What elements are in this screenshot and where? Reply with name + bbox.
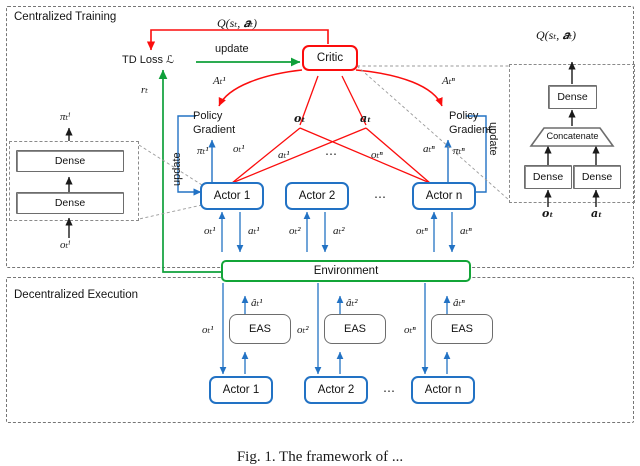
env-actn-label: aₜⁿ [460, 225, 472, 237]
reward-label: rₜ [141, 84, 148, 96]
training-actor-1[interactable]: Actor 1 [200, 182, 264, 210]
advantage-left-label: Aₜ¹ [213, 75, 226, 87]
exec-acthat-n-label: âₜⁿ [453, 297, 465, 309]
critic-concatenate-layer: Concatenate [546, 131, 599, 141]
critic-dense-top: Dense [548, 85, 597, 109]
reward-signal-path [158, 69, 221, 273]
actor-network-input-label: oₜⁱ [60, 239, 71, 251]
critic-network-output-label: Q(sₜ, 𝒂ₜ) [536, 28, 577, 42]
centralized-training-label: Centralized Training [14, 11, 117, 23]
decentralized-execution-label: Decentralized Execution [14, 289, 139, 301]
critic-network-leader-lines [356, 65, 510, 201]
update-right-label: update [487, 122, 499, 156]
policy-gradient-right-label: Policy Gradient [449, 111, 491, 136]
policy-gradient-left-bracket [177, 115, 216, 196]
exec-obs-n-label: oₜⁿ [404, 324, 416, 336]
exec-obs-1-label: oₜ¹ [202, 324, 214, 336]
eas-module-n[interactable]: EAS [431, 314, 493, 344]
actor-network-output-label: πₜⁱ [60, 111, 71, 123]
training-actor-n[interactable]: Actor n [412, 182, 476, 210]
exec-acthat-2-label: âₜ² [346, 297, 358, 309]
exec-acthat-1-label: âₜ¹ [251, 297, 263, 309]
concatenate-shape [529, 127, 615, 147]
joint-observation-label: 𝒐ₜ [294, 113, 306, 125]
critic-input-edges [231, 75, 431, 184]
actor-network-leader-lines [138, 144, 203, 220]
figure-caption: Fig. 1. The framework of ... [236, 449, 404, 465]
env-act2-label: aₜ² [333, 225, 345, 237]
update-top-label: update [215, 43, 249, 55]
pg-right-line2: Gradient [449, 124, 492, 136]
environment-box[interactable]: Environment [221, 260, 471, 282]
actor-network-panel [9, 141, 139, 221]
joint-action-label: 𝒂ₜ [360, 113, 372, 125]
env-obs2-label: oₜ² [289, 225, 301, 237]
eas-module-1[interactable]: EAS [229, 314, 291, 344]
critic-input-act-label: 𝒂ₜ [591, 208, 603, 220]
advantage-curves [218, 69, 443, 107]
actor-dense-layer-2: Dense [16, 150, 124, 172]
exec-actor-n[interactable]: Actor n [411, 376, 475, 404]
critic-dense-act: Dense [573, 165, 621, 189]
pi-actorn-label: πₜⁿ [453, 145, 465, 157]
policy-gradient-left-label: Policy Gradient [193, 111, 235, 136]
exec-actor-2[interactable]: Actor 2 [304, 376, 368, 404]
env-obsn-label: oₜⁿ [416, 225, 428, 237]
advantage-right-label: Aₜⁿ [442, 75, 455, 87]
critic-input-obs-label: 𝒐ₜ [542, 208, 554, 220]
eas-module-2[interactable]: EAS [324, 314, 386, 344]
exec-obs-2-label: oₜ² [297, 324, 309, 336]
q-value-feedback-path [146, 29, 329, 51]
training-actor-2[interactable]: Actor 2 [285, 182, 349, 210]
training-actor-ellipsis: ⋯ [374, 190, 387, 204]
exec-actor-1[interactable]: Actor 1 [209, 376, 273, 404]
pi-actor1-label: πₜ¹ [197, 145, 209, 157]
actor-dense-layer-1: Dense [16, 192, 124, 214]
env-obs1-label: oₜ¹ [204, 225, 216, 237]
update-left-label: update [171, 152, 183, 186]
td-loss-label: TD Loss ℒ [122, 54, 174, 66]
exec-actor-ellipsis: ⋯ [383, 384, 396, 398]
pg-left-line1: Policy [193, 110, 223, 122]
env-actor-exchange-arrows [218, 211, 456, 253]
pg-right-line1: Policy [449, 110, 479, 122]
critic-dense-obs: Dense [524, 165, 572, 189]
critic-edge-obsn-label: oₜⁿ [371, 149, 383, 161]
pg-left-line2: Gradient [193, 124, 236, 136]
critic-edge-ellipsis: ⋯ [325, 147, 338, 161]
critic-network-arrows [544, 61, 600, 207]
critic-edge-obs1-label: oₜ¹ [233, 143, 245, 155]
critic-box[interactable]: Critic [302, 45, 358, 71]
critic-edge-actn-label: aₜⁿ [423, 143, 435, 155]
q-value-label: Q(sₜ, 𝒂ₜ) [217, 16, 258, 30]
critic-edge-act1-label: aₜ¹ [278, 149, 290, 161]
env-act1-label: aₜ¹ [248, 225, 260, 237]
